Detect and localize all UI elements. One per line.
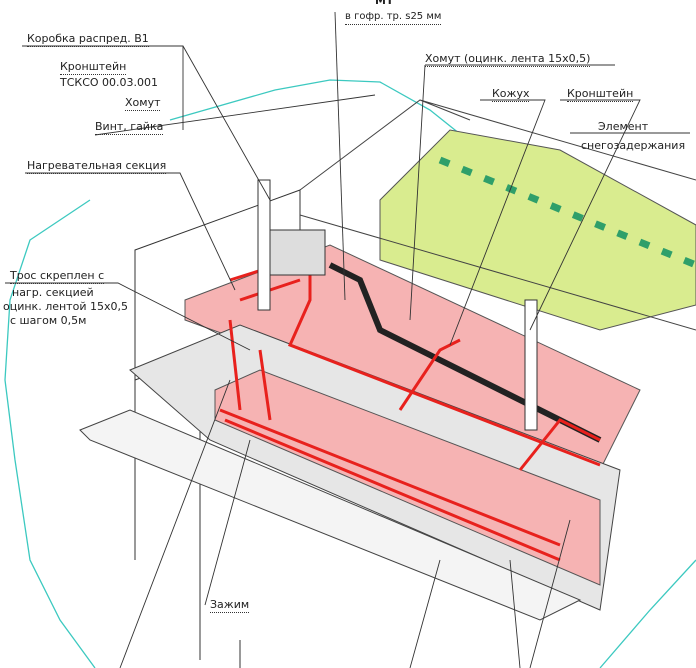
junction-box <box>269 229 326 276</box>
label-screw-nut: Винт, гайка <box>95 120 164 135</box>
label-clamp: Хомут <box>125 96 161 111</box>
label-bracket-1: Кронштейн <box>60 60 127 75</box>
label-mt: МТ <box>375 0 394 7</box>
label-cable-4: с шагом 0,5м <box>10 314 87 327</box>
label-conduit: в гофр. тр. s25 мм <box>345 10 442 25</box>
label-bracket-2: ТСКСО 00.03.001 <box>60 76 159 89</box>
label-snow-element-1: Элемент <box>598 120 649 133</box>
gutter-bottom <box>214 369 601 586</box>
label-cable-3: оцинк. лентой 15х0,5 <box>3 300 128 313</box>
label-casing: Кожух <box>492 87 530 102</box>
label-cable-1: Трос скреплен с <box>10 269 105 284</box>
label-heating-section: Нагревательная секция <box>27 159 167 174</box>
post <box>257 179 271 311</box>
roof-surface <box>379 129 696 331</box>
label-cable-2: нагр. секцией <box>12 286 94 299</box>
label-bracket: Кронштейн <box>567 87 634 102</box>
label-clip: Зажим <box>210 598 250 613</box>
label-snow-element-2: снегозадержания <box>581 139 686 152</box>
label-clamp-tape: Хомут (оцинк. лента 15х0,5) <box>425 52 591 67</box>
label-junction-box: Коробка распред. В1 <box>27 32 149 47</box>
post <box>524 299 538 431</box>
conduit <box>328 262 602 443</box>
